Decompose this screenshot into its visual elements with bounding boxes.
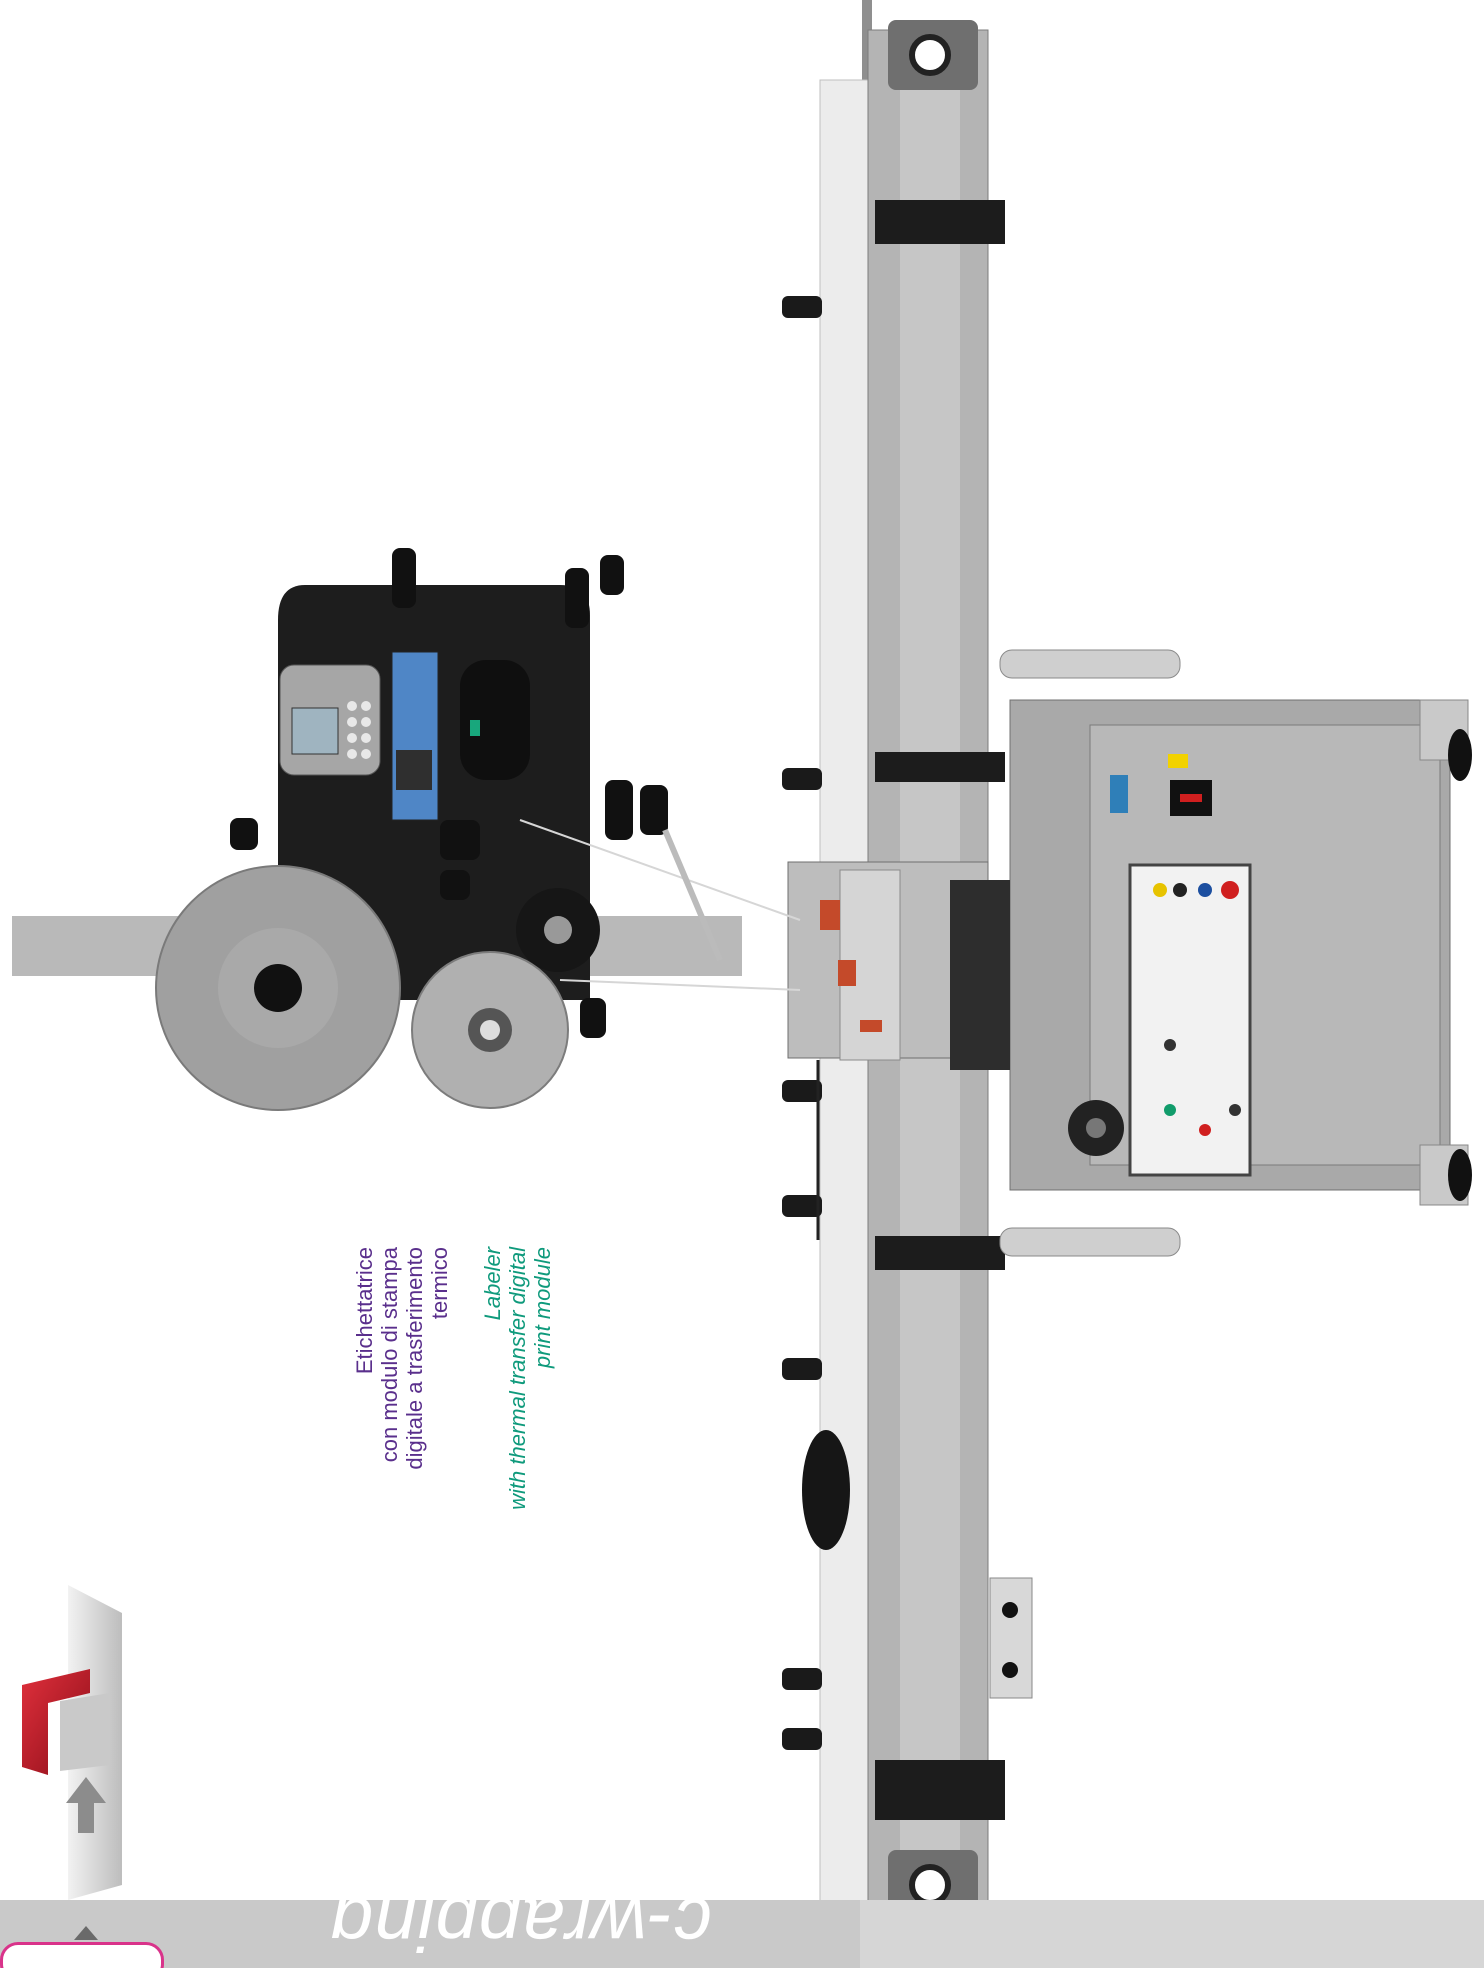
caption-english: Labeler with thermal transfer digital pr… — [480, 1247, 555, 1602]
caption-italian-line-4: termico — [427, 1247, 452, 1320]
back-to-top-button[interactable] — [0, 1942, 164, 1968]
caption-english-line-2: with thermal transfer digital — [505, 1247, 530, 1510]
caption-english-line-1: Labeler — [480, 1247, 505, 1321]
caption-italian-line-2: con modulo di stampa — [377, 1247, 402, 1463]
up-arrow-icon — [66, 1777, 106, 1833]
caption-italian-line-1: Etichettatrice — [352, 1247, 377, 1375]
caption-italian: Etichettatrice con modulo di stampa digi… — [352, 1247, 452, 1602]
caption-italian-line-3: digitale a trasferimento — [402, 1247, 427, 1470]
company-logo-icon — [22, 1585, 122, 1900]
caption-english-line-3: print module — [530, 1247, 555, 1369]
up-arrow-icon[interactable] — [74, 1926, 98, 1940]
brand-wordmark: c-wrapping — [330, 1881, 712, 1966]
